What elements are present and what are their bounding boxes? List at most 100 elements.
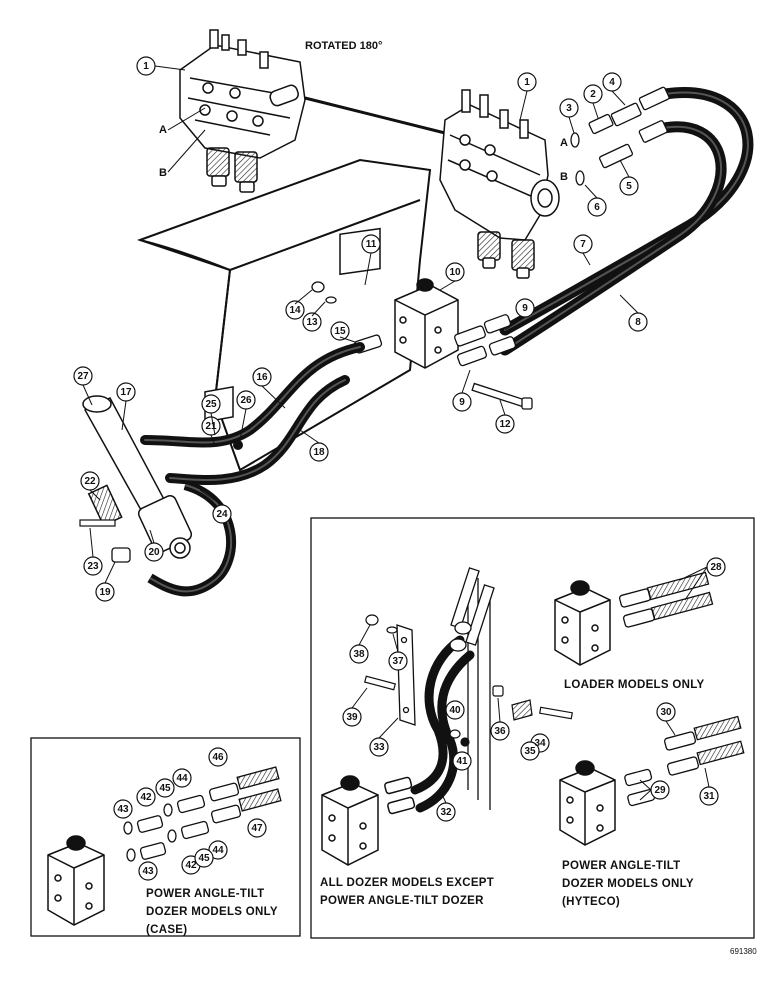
fitting-19 — [111, 547, 131, 563]
hoses-16-18 — [140, 342, 365, 486]
svg-text:13: 13 — [306, 317, 318, 328]
svg-text:8: 8 — [635, 317, 641, 328]
svg-text:4: 4 — [609, 77, 615, 88]
svg-text:41: 41 — [456, 756, 468, 767]
svg-text:42: 42 — [140, 792, 152, 803]
tee-fittings — [454, 314, 517, 367]
svg-text:7: 7 — [580, 239, 586, 250]
svg-text:45: 45 — [159, 783, 171, 794]
loader-block — [554, 580, 611, 666]
port-letter-b-upper: B — [159, 167, 167, 179]
dozer-small-parts — [363, 614, 573, 747]
hydraulic-tank — [136, 158, 432, 472]
case-caption-line1: POWER ANGLE-TILT — [146, 888, 265, 900]
svg-text:18: 18 — [313, 447, 325, 458]
svg-text:22: 22 — [84, 476, 96, 487]
svg-text:44: 44 — [176, 773, 188, 784]
svg-text:9: 9 — [459, 397, 465, 408]
inset-box-right — [310, 517, 755, 939]
leader-lines-main — [82, 65, 639, 584]
svg-text:43: 43 — [142, 866, 154, 877]
svg-text:9: 9 — [522, 303, 528, 314]
svg-text:19: 19 — [99, 587, 111, 598]
svg-text:32: 32 — [440, 807, 452, 818]
svg-text:16: 16 — [256, 372, 268, 383]
callout-circles-left — [113, 747, 267, 881]
svg-text:28: 28 — [710, 562, 722, 573]
svg-text:1: 1 — [524, 77, 530, 88]
svg-text:25: 25 — [205, 399, 217, 410]
svg-text:1: 1 — [143, 61, 149, 72]
hyteco-block — [559, 760, 616, 846]
control-block — [394, 278, 459, 369]
svg-text:26: 26 — [240, 395, 252, 406]
dozer-hoses — [410, 635, 475, 813]
dozer-caption-line2: POWER ANGLE-TILT DOZER — [320, 895, 484, 907]
svg-text:11: 11 — [366, 239, 377, 250]
case-fittings — [123, 766, 282, 862]
svg-text:33: 33 — [373, 742, 385, 753]
hyteco-caption-line1: POWER ANGLE-TILT — [562, 860, 681, 872]
dozer-bracket — [396, 578, 491, 810]
dozer-pipes — [449, 567, 495, 652]
bolt-12 — [471, 382, 533, 410]
port-letter-b-lower: B — [560, 171, 568, 183]
svg-text:23: 23 — [87, 561, 99, 572]
svg-text:2: 2 — [590, 89, 596, 100]
svg-text:24: 24 — [216, 509, 228, 520]
case-block — [47, 835, 105, 926]
svg-text:20: 20 — [148, 547, 160, 558]
svg-text:6: 6 — [594, 202, 600, 213]
rotation-pointer — [304, 96, 446, 135]
svg-text:44: 44 — [212, 845, 224, 856]
hyteco-caption-line3: (HYTECO) — [562, 896, 620, 908]
svg-text:42: 42 — [185, 860, 197, 871]
svg-text:45: 45 — [198, 853, 210, 864]
svg-text:31: 31 — [703, 791, 715, 802]
inset-box-left — [30, 737, 301, 937]
svg-text:46: 46 — [212, 752, 224, 763]
svg-text:10: 10 — [449, 267, 461, 278]
svg-text:39: 39 — [346, 712, 358, 723]
leader-lines-right — [351, 566, 710, 804]
port-letter-a-lower: A — [560, 137, 568, 149]
svg-text:29: 29 — [654, 785, 666, 796]
svg-text:30: 30 — [660, 707, 672, 718]
svg-text:38: 38 — [353, 649, 365, 660]
control-valve-rotated — [179, 29, 306, 193]
loader-caption: LOADER MODELS ONLY — [564, 679, 704, 691]
svg-text:17: 17 — [120, 387, 132, 398]
control-valve — [439, 89, 560, 279]
svg-text:12: 12 — [499, 419, 511, 430]
bolt-23 — [79, 519, 116, 527]
svg-text:15: 15 — [334, 326, 346, 337]
svg-text:5: 5 — [626, 181, 632, 192]
svg-text:27: 27 — [77, 371, 89, 382]
svg-text:40: 40 — [449, 705, 461, 716]
fittings-2-6 — [570, 86, 670, 186]
drawing-number: 691380 — [730, 947, 757, 956]
svg-text:43: 43 — [117, 804, 129, 815]
case-caption-line3: (CASE) — [146, 924, 187, 936]
svg-text:3: 3 — [566, 103, 572, 114]
hyteco-caption-line2: DOZER MODELS ONLY — [562, 878, 694, 890]
nut-washer — [311, 281, 337, 304]
hyteco-hoses — [624, 715, 745, 807]
svg-text:14: 14 — [289, 305, 301, 316]
port-letter-a-upper: A — [159, 124, 167, 136]
svg-text:35: 35 — [524, 746, 536, 757]
svg-text:34: 34 — [534, 738, 546, 749]
loader-hoses — [618, 571, 714, 628]
hydraulic-cylinder — [82, 395, 193, 559]
hoses-7-8 — [499, 87, 754, 356]
case-caption-line2: DOZER MODELS ONLY — [146, 906, 278, 918]
svg-text:37: 37 — [392, 656, 404, 667]
callout-circles-main — [73, 56, 648, 602]
dozer-caption-line1: ALL DOZER MODELS EXCEPT — [320, 877, 494, 889]
callout-circles-right — [342, 557, 726, 822]
dozer-block — [321, 775, 416, 866]
